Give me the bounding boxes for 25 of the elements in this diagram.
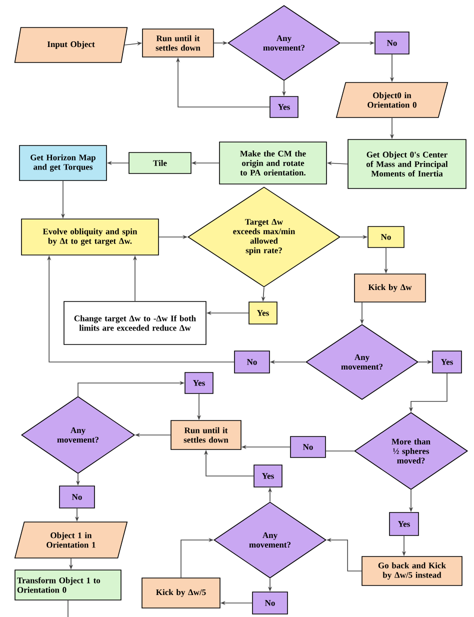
process-box: No (252, 592, 288, 614)
process-box: Get Horizon Map and get Torques (19, 145, 107, 181)
process-box: No (374, 32, 410, 54)
data-parallelogram: Input Object (14, 27, 128, 63)
process-box: Run until it settles down (142, 28, 214, 58)
process-box: Go back and Kick by Δw/5 instead (362, 556, 462, 586)
process-box: No (368, 226, 404, 248)
process-box: Yes (248, 302, 278, 324)
process-box: Yes (432, 350, 462, 374)
process-box: Run until it settles down (170, 420, 242, 450)
process-box: Tile (128, 152, 192, 174)
process-box: Transform Object 1 to Orientation 0 (14, 570, 122, 600)
process-box: Kick by Δw/5 (142, 578, 220, 608)
process-box: Change target Δw to -Δw If both limits are exceeded reduce Δw (64, 301, 206, 345)
process-box: Yes (254, 464, 282, 488)
process-box: No (59, 486, 95, 508)
process-box: Yes (389, 512, 419, 536)
process-box: Get Object 0's Center of Mass and Principal Moments of Inertia (348, 139, 466, 189)
process-box: Make the CM the origin and rotate to PA orientation. (219, 142, 327, 184)
process-box: Yes (270, 96, 298, 118)
process-box: Yes (184, 372, 214, 394)
process-box: No (234, 350, 270, 374)
process-box: No (290, 436, 326, 458)
process-box: Kick by Δw (354, 274, 426, 302)
process-box: Evolve obliquity and spin by Δt to get target Δw. (21, 218, 159, 256)
